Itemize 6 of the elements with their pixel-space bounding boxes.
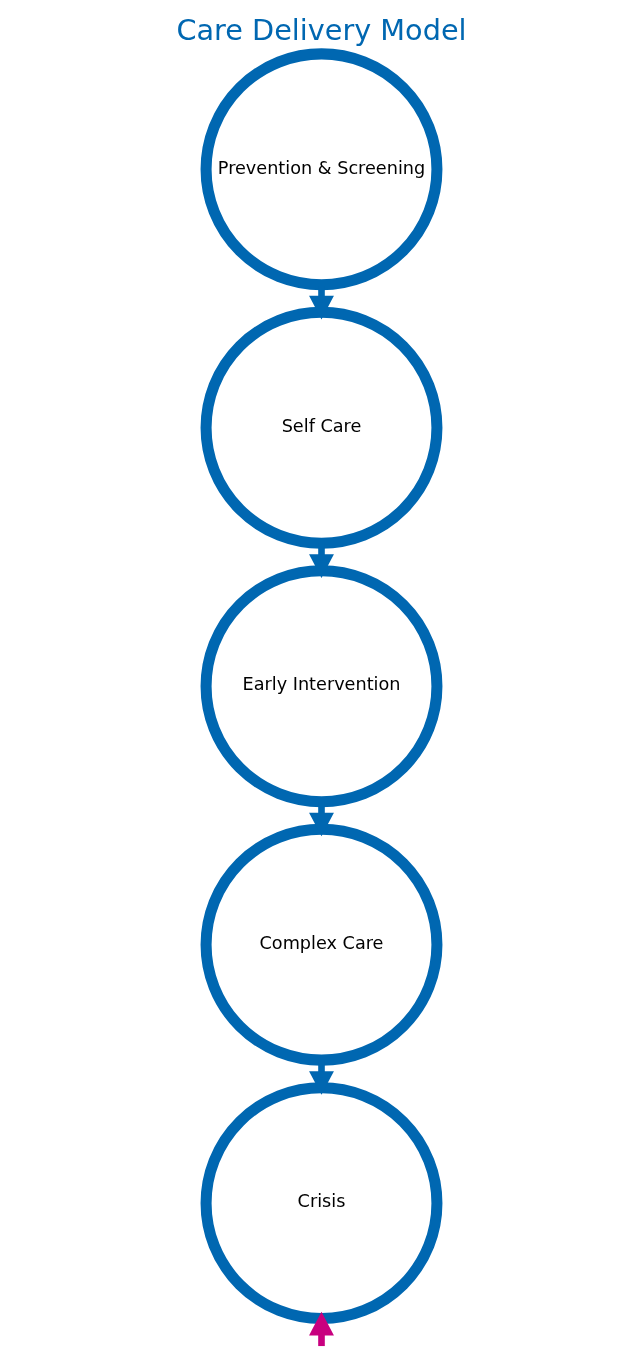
node-circle: Early Intervention	[200, 565, 442, 808]
node-circle: Complex Care	[200, 823, 442, 1066]
node-circle: Prevention & Screening	[200, 48, 442, 291]
node-circle: Crisis	[200, 1082, 442, 1325]
diagram-title: Care Delivery Model	[175, 13, 467, 48]
node-circle: Self Care	[200, 306, 442, 549]
